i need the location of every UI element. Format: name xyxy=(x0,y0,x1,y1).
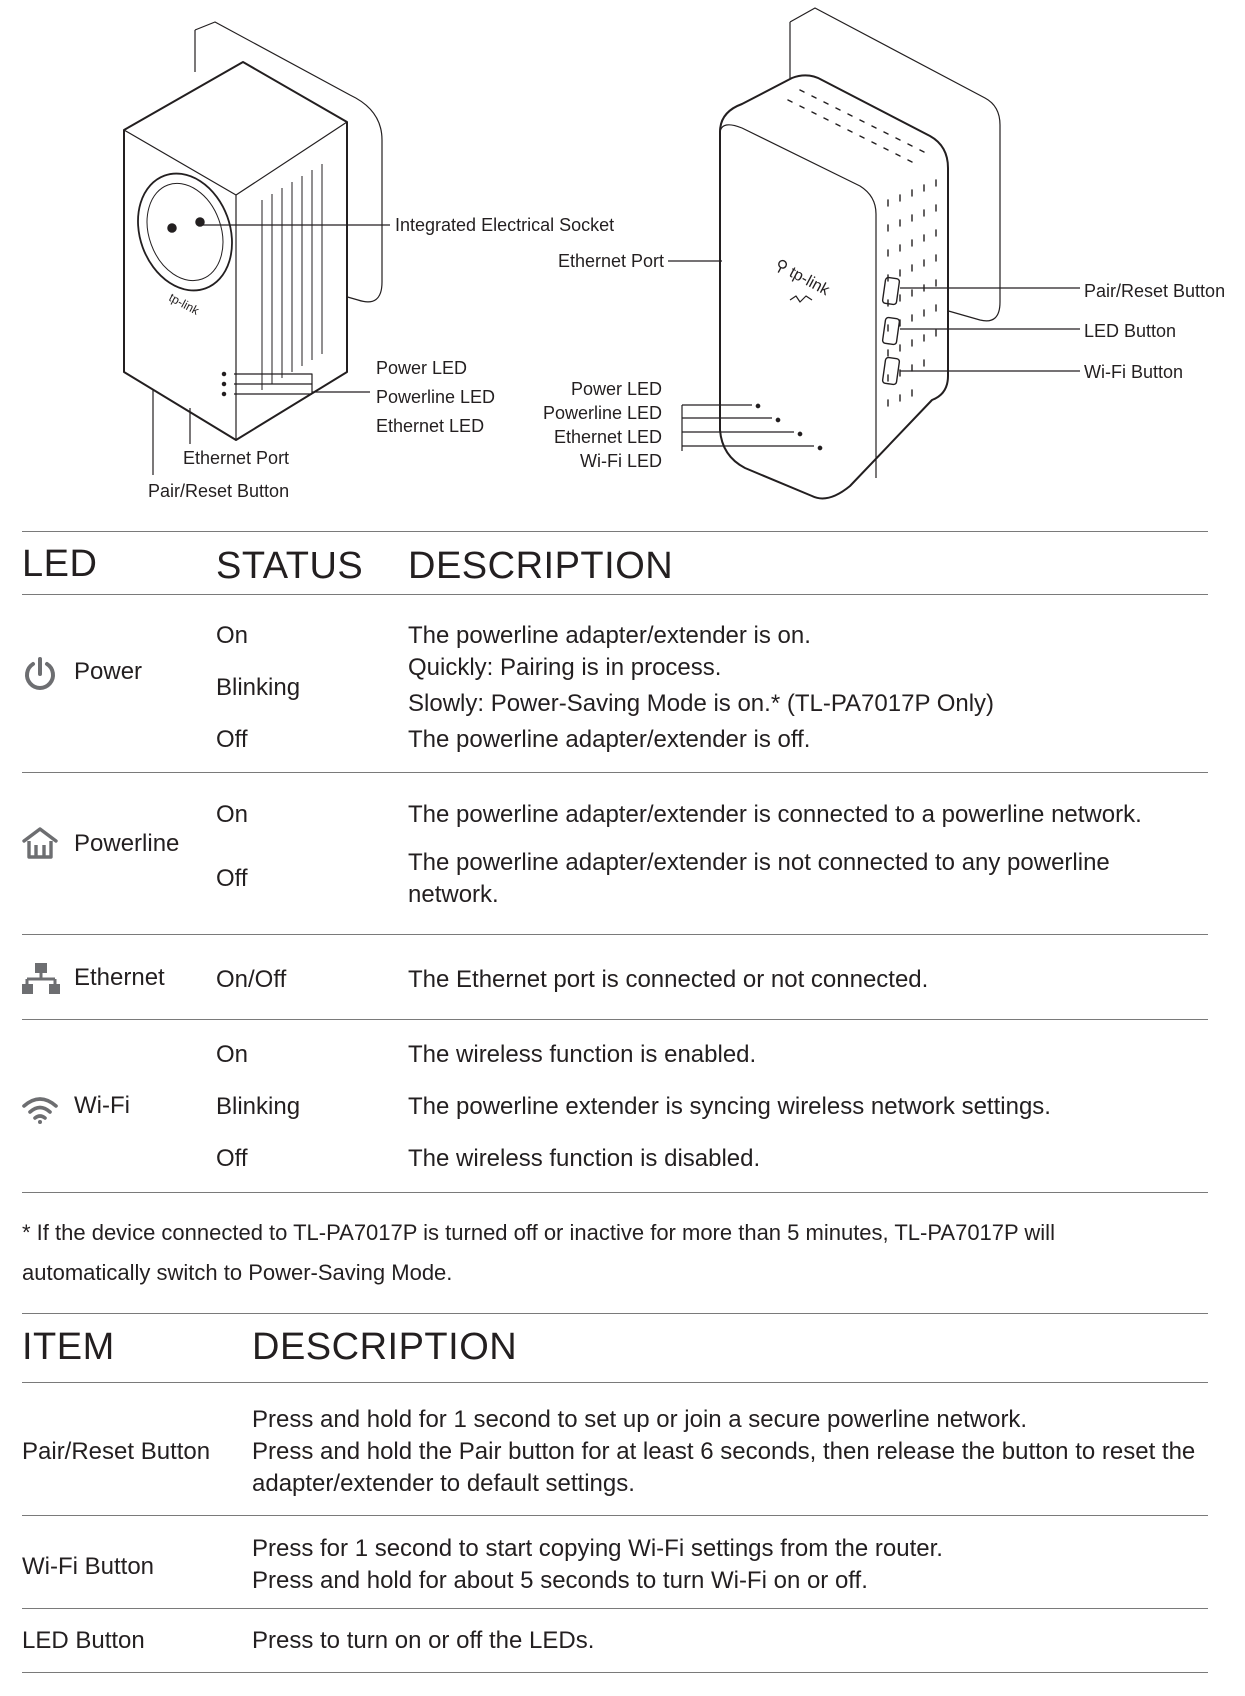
ethernet-icon xyxy=(22,963,60,994)
label-left-pair-reset: Pair/Reset Button xyxy=(148,481,290,501)
description-text: Slowly: Power-Saving Mode is on.* (TL-PA… xyxy=(408,690,995,717)
label-right-ethernet-led: Ethernet LED xyxy=(553,427,662,447)
description-text: The powerline adapter/extender is not co… xyxy=(408,849,1110,876)
status-value: On xyxy=(216,801,249,828)
header-led: LED xyxy=(22,543,98,585)
label-left-ethernet-led: Ethernet LED xyxy=(376,416,485,436)
header-status: STATUS xyxy=(216,545,364,587)
wifi-icon xyxy=(22,1097,58,1124)
header-description: DESCRIPTION xyxy=(408,545,674,587)
label-right-wifi-button: Wi-Fi Button xyxy=(1084,362,1184,382)
label-right-powerline-led: Powerline LED xyxy=(542,403,662,423)
led-name: Wi-Fi xyxy=(74,1092,130,1119)
status-value: Blinking xyxy=(216,1093,301,1120)
description-text: The Ethernet port is connected or not co… xyxy=(408,966,929,993)
footnote-line: * If the device connected to TL-PA7017P … xyxy=(22,1220,1055,1245)
description-text: Press and hold the Pair button for at le… xyxy=(252,1438,1196,1465)
table-rule xyxy=(22,1019,1208,1020)
status-value: Off xyxy=(216,726,248,753)
description-text: network. xyxy=(408,881,499,908)
led-name: Power xyxy=(74,658,143,685)
left-leader-lines xyxy=(152,224,390,475)
label-right-ethernet-port: Ethernet Port xyxy=(557,251,664,271)
table-rule xyxy=(22,1608,1208,1609)
table-rule xyxy=(22,1515,1208,1516)
table-rule xyxy=(22,594,1208,595)
right-leader-lines xyxy=(668,260,1080,451)
table-rule xyxy=(22,934,1208,935)
label-right-pair-reset: Pair/Reset Button xyxy=(1084,281,1226,301)
description-text: Press and hold for 1 second to set up or… xyxy=(252,1406,1028,1433)
label-right-led-button: LED Button xyxy=(1084,321,1177,341)
header-item: ITEM xyxy=(22,1326,115,1368)
description-text: Press and hold for about 5 seconds to tu… xyxy=(252,1567,868,1594)
description-text: The powerline adapter/extender is connec… xyxy=(408,801,1142,828)
header-description: DESCRIPTION xyxy=(252,1326,518,1368)
description-text: Press to turn on or off the LEDs. xyxy=(252,1627,595,1654)
label-left-power-led: Power LED xyxy=(376,358,468,378)
table-rule xyxy=(22,1192,1208,1193)
description-text: The powerline adapter/extender is on. xyxy=(408,622,811,649)
left-device: tp-link xyxy=(123,21,383,441)
footnote-line: automatically switch to Power-Saving Mod… xyxy=(22,1260,453,1285)
product-diagram: tp-link xyxy=(0,0,1245,520)
table-rule xyxy=(22,772,1208,773)
description-text: The wireless function is enabled. xyxy=(408,1041,757,1068)
status-value: Off xyxy=(216,865,248,892)
status-value: On xyxy=(216,1041,249,1068)
status-value: Blinking xyxy=(216,674,301,701)
item-name: Wi-Fi Button xyxy=(22,1553,155,1580)
status-value: On/Off xyxy=(216,966,287,993)
description-text: Quickly: Pairing is in process. xyxy=(408,654,722,681)
led-name: Ethernet xyxy=(74,964,165,991)
table-rule xyxy=(22,1313,1208,1314)
label-right-power-led: Power LED xyxy=(570,379,662,399)
description-text: Press for 1 second to start copying Wi-F… xyxy=(252,1535,943,1562)
description-text: adapter/extender to default settings. xyxy=(252,1470,635,1497)
label-right-wifi-led: Wi-Fi LED xyxy=(580,451,662,471)
description-text: The powerline extender is syncing wirele… xyxy=(408,1093,1051,1120)
led-name: Powerline xyxy=(74,830,180,857)
label-left-ethernet-port: Ethernet Port xyxy=(183,448,290,468)
table-rule xyxy=(22,1382,1208,1383)
right-device: ⚲ tp-link xyxy=(719,7,1001,500)
table-rule xyxy=(22,1672,1208,1673)
label-left-powerline-led: Powerline LED xyxy=(376,387,496,407)
description-text: The powerline adapter/extender is off. xyxy=(408,726,811,753)
item-name: LED Button xyxy=(22,1627,145,1654)
power-icon xyxy=(25,657,55,690)
table-rule xyxy=(22,531,1208,532)
status-value: On xyxy=(216,622,249,649)
label-integrated-socket: Integrated Electrical Socket xyxy=(395,215,615,235)
powerline-house-icon xyxy=(22,827,58,859)
device-illustrations: tp-link xyxy=(123,7,1080,500)
description-text: The wireless function is disabled. xyxy=(408,1145,761,1172)
item-name: Pair/Reset Button xyxy=(22,1438,211,1465)
status-value: Off xyxy=(216,1145,248,1172)
